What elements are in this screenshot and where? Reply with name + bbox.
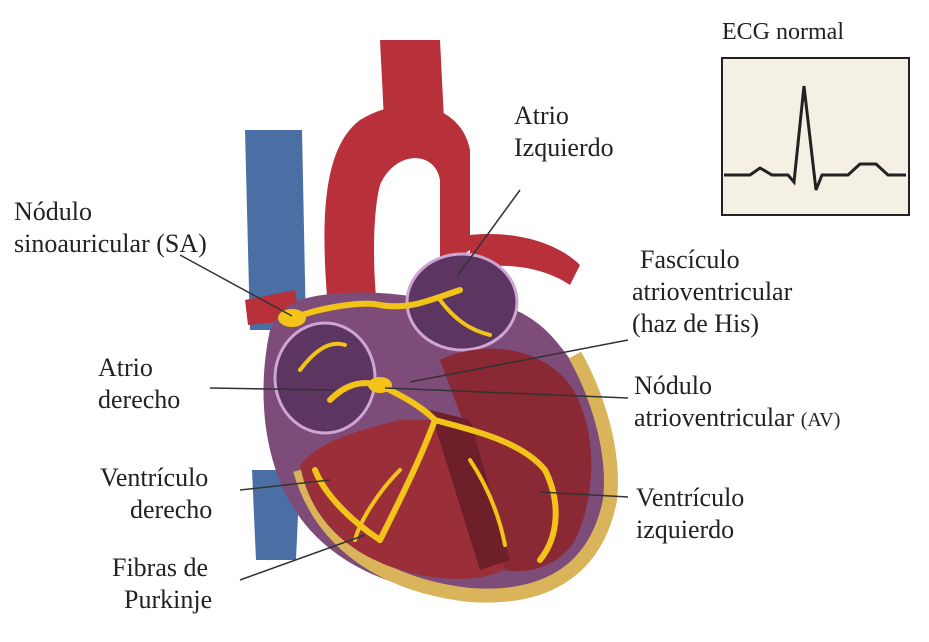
label-fibras-purkinje-line2: Purkinje [112,584,212,616]
label-nodulo-av-abbr: (AV) [801,409,841,431]
label-nodulo-sa-line1: Nódulo [14,196,207,228]
label-nodulo-av-line1: Nódulo [634,370,840,402]
label-atrio-izquierdo-line2: Izquierdo [514,132,614,164]
label-nodulo-sa: Nódulo sinoauricular (SA) [14,196,207,260]
label-atrio-derecho: Atrio derecho [98,352,180,416]
label-ventriculo-izquierdo-line1: Ventrículo [636,482,744,514]
label-ventriculo-derecho: Ventrículo derecho [100,462,212,526]
label-fasciculo-line3: (haz de His) [632,308,792,340]
label-nodulo-av-line2: atrioventricular (AV) [634,402,840,436]
ecg-title: ECG normal [722,16,844,48]
av-node [368,377,392,393]
label-fasciculo: Fascículo atrioventricular (haz de His) [632,244,792,340]
label-fibras-purkinje-line1: Fibras de [112,552,212,584]
label-fibras-purkinje: Fibras de Purkinje [112,552,212,616]
label-fasciculo-line2: atrioventricular [632,276,792,308]
label-ventriculo-derecho-line1: Ventrículo [100,462,212,494]
label-fasciculo-line1: Fascículo [632,244,792,276]
right-atrium-shape [275,323,375,433]
ecg-panel [722,58,909,215]
aorta-trunk [380,40,445,140]
label-nodulo-av: Nódulo atrioventricular (AV) [634,370,840,436]
sa-node [278,309,306,327]
label-atrio-izquierdo: Atrio Izquierdo [514,100,614,164]
label-atrio-derecho-line2: derecho [98,384,180,416]
label-ventriculo-izquierdo: Ventrículo izquierdo [636,482,744,546]
label-ventriculo-izquierdo-line2: izquierdo [636,514,744,546]
label-ventriculo-derecho-line2: derecho [100,494,212,526]
label-nodulo-sa-line2: sinoauricular (SA) [14,228,207,260]
label-atrio-izquierdo-line1: Atrio [514,100,614,132]
label-nodulo-av-word: atrioventricular [634,403,794,432]
label-atrio-derecho-line1: Atrio [98,352,180,384]
